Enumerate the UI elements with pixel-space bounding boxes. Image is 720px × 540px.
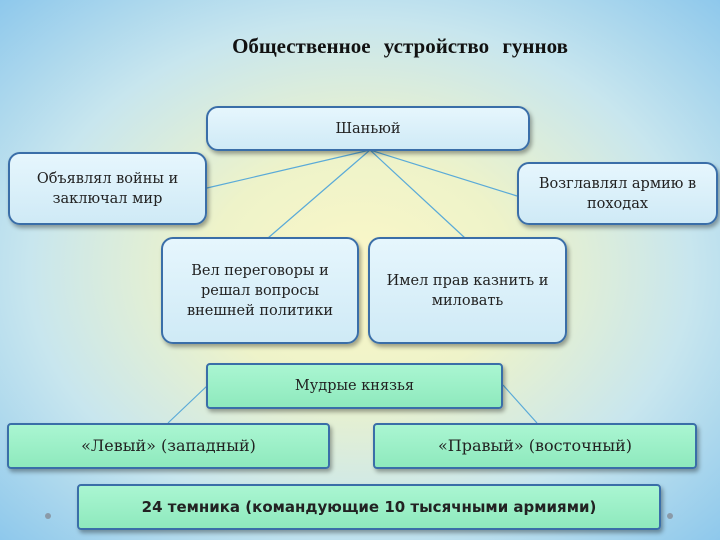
foreign-policy-label: Вел переговоры и решал вопросы внешней п… [186,262,334,319]
connector-to-left [206,149,371,189]
foreign-policy-box: Вел переговоры и решал вопросы внешней п… [161,237,359,344]
temniks-label: 24 темника (командующие 10 тысячными арм… [141,498,597,516]
connector-to-left-prince [167,384,209,424]
execute-pardon-label: Имел прав казнить и миловать [386,272,549,309]
left-prince-box: «Левый» (западный) [7,423,330,469]
connector-to-right [369,149,518,197]
diagram-title: Общественное устройство гуннов [232,34,568,58]
declared-wars-box: Объявлял войны и заключал мир [8,152,207,225]
led-army-box: Возглавлял армию в походах [517,162,718,225]
led-army-label: Возглавлял армию в походах [538,175,697,212]
connector-to-mid-right [369,149,466,239]
wise-princes-box: Мудрые князья [206,363,503,409]
shanyu-label: Шаньюй [335,120,401,137]
declared-wars-label: Объявлял войны и заключал мир [36,170,179,207]
decorative-dot-left [45,513,51,519]
decorative-dot-right [667,513,673,519]
right-prince-box: «Правый» (восточный) [373,423,697,469]
right-prince-label: «Правый» (восточный) [437,436,632,455]
left-prince-label: «Левый» (западный) [81,436,256,455]
wise-princes-label: Мудрые князья [294,378,415,394]
shanyu-box: Шаньюй [206,106,530,151]
connector-to-right-prince [502,384,538,424]
connector-to-mid-left [267,149,371,239]
execute-pardon-box: Имел прав казнить и миловать [368,237,567,344]
temniks-box: 24 темника (командующие 10 тысячными арм… [77,484,661,530]
